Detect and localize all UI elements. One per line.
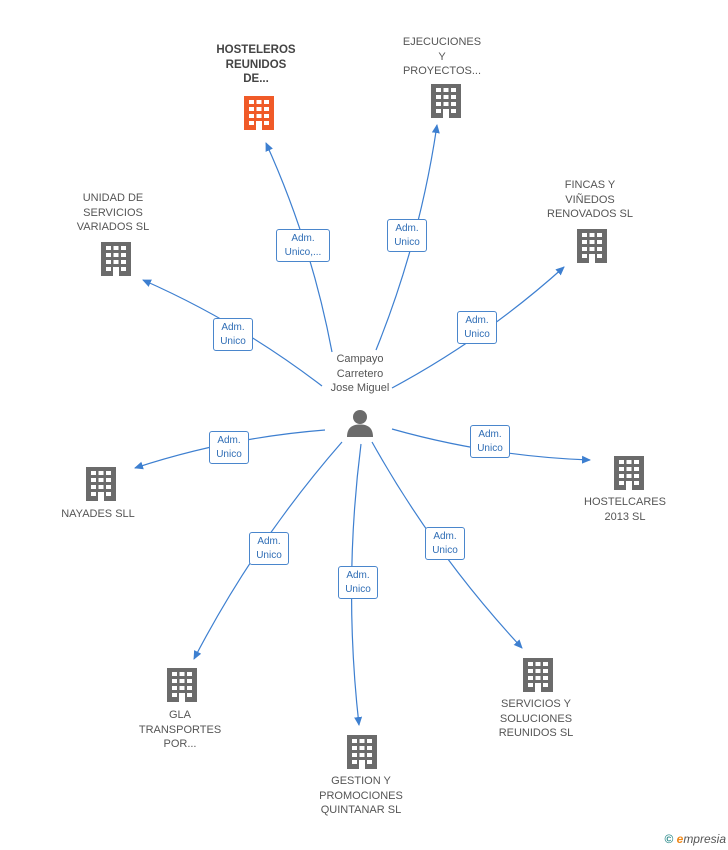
building-icon[interactable] [167, 668, 197, 707]
building-icon[interactable] [577, 229, 607, 268]
role-badge-fincas[interactable]: Adm. Unico [457, 311, 497, 344]
role-badge-gestion[interactable]: Adm. Unico [338, 566, 378, 599]
building-icon[interactable] [86, 467, 116, 506]
empresia-logo: © empresia [664, 832, 726, 846]
company-name-gla[interactable]: GLA TRANSPORTES POR... [138, 709, 222, 750]
person-icon[interactable] [345, 408, 375, 443]
company-name-hosteleros[interactable]: HOSTELEROS REUNIDOS DE... [216, 44, 296, 85]
company-name-nayades[interactable]: NAYADES SLL [61, 508, 135, 520]
company-name-fincas[interactable]: FINCAS Y VIÑEDOS RENOVADOS SL [547, 179, 633, 220]
role-badge-ejecuciones[interactable]: Adm. Unico [387, 219, 427, 252]
company-name-hostelcares[interactable]: HOSTELCARES 2013 SL [584, 496, 666, 523]
role-badge-hostelcares[interactable]: Adm. Unico [470, 425, 510, 458]
role-badge-servicios[interactable]: Adm. Unico [425, 527, 465, 560]
building-icon[interactable] [101, 242, 131, 281]
role-badge-gla[interactable]: Adm. Unico [249, 532, 289, 565]
building-icon[interactable] [523, 658, 553, 697]
role-badge-nayades[interactable]: Adm. Unico [209, 431, 249, 464]
company-name-unidad[interactable]: UNIDAD DE SERVICIOS VARIADOS SL [76, 192, 150, 233]
building-icon[interactable] [431, 84, 461, 123]
role-badge-unidad[interactable]: Adm. Unico [213, 318, 253, 351]
building-icon[interactable] [614, 456, 644, 495]
building-icon[interactable] [244, 96, 274, 135]
person-name[interactable]: Campayo Carretero Jose Miguel [330, 353, 390, 394]
company-name-servicios[interactable]: SERVICIOS Y SOLUCIONES REUNIDOS SL [498, 698, 574, 739]
company-name-gestion[interactable]: GESTION Y PROMOCIONES QUINTANAR SL [319, 775, 403, 816]
building-icon[interactable] [347, 735, 377, 774]
company-name-ejecuciones[interactable]: EJECUCIONES Y PROYECTOS... [402, 36, 482, 77]
role-badge-hosteleros[interactable]: Adm. Unico,... [276, 229, 330, 262]
